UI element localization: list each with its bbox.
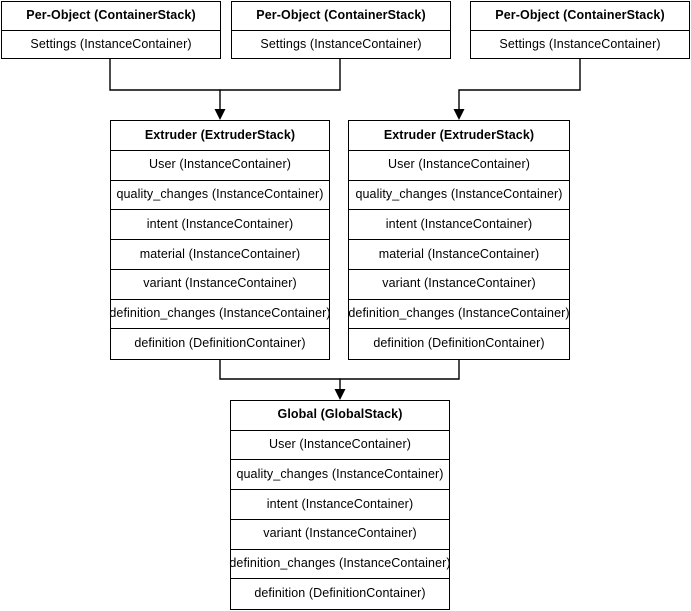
arrowhead-extruder-1 [214,109,226,120]
node-row-variant: variant (InstanceContainer) [349,270,569,300]
node-row-quality-changes: quality_changes (InstanceContainer) [231,460,449,491]
node-header: Per-Object (ContainerStack) [2,2,220,31]
node-row-definition: definition (DefinitionContainer) [254,586,426,601]
node-row-material: material (InstanceContainer) [111,240,329,270]
node-row-definition-changes: definition_changes (InstanceContainer) [348,300,570,330]
node-header: Global (GlobalStack) [231,401,449,431]
node-row-quality-changes: quality_changes (InstanceContainer) [111,181,329,211]
node-per-object-3[interactable]: Per-Object (ContainerStack) Settings (In… [470,1,690,59]
node-row-user: User (InstanceContainer) [349,151,569,181]
node-global-stack[interactable]: Global (GlobalStack) User (InstanceConta… [229,400,451,610]
arrowhead-extruder-2 [453,109,465,120]
node-header: Per-Object (ContainerStack) [471,2,689,31]
node-row-quality-changes: quality_changes (InstanceContainer) [349,181,569,211]
arrowhead-global [334,389,346,400]
node-per-object-1[interactable]: Per-Object (ContainerStack) Settings (In… [1,1,221,59]
node-extruder-1[interactable]: Extruder (ExtruderStack) User (InstanceC… [109,120,331,360]
node-row-settings: Settings (InstanceContainer) [30,36,192,51]
node-header: Extruder (ExtruderStack) [349,121,569,151]
node-row-settings: Settings (InstanceContainer) [260,36,422,51]
node-row-user: User (InstanceContainer) [111,151,329,181]
node-per-object-2[interactable]: Per-Object (ContainerStack) Settings (In… [231,1,451,59]
edge-extruder-2-to-global [340,359,460,380]
node-row-definition-changes: definition_changes (InstanceContainer) [229,550,451,580]
node-row-variant: variant (InstanceContainer) [231,520,449,550]
node-header: Extruder (ExtruderStack) [111,121,329,151]
edge-per-object-2-to-extruder-1 [220,59,341,91]
node-row-settings: Settings (InstanceContainer) [499,36,661,51]
node-row-definition: definition (DefinitionContainer) [134,336,306,351]
node-extruder-2[interactable]: Extruder (ExtruderStack) User (InstanceC… [348,120,570,360]
node-row-intent: intent (InstanceContainer) [111,210,329,240]
edge-per-object-3-to-extruder-2 [458,59,581,112]
node-row-definition: definition (DefinitionContainer) [373,336,545,351]
node-header: Per-Object (ContainerStack) [232,2,450,31]
node-row-intent: intent (InstanceContainer) [231,490,449,520]
node-row-variant: variant (InstanceContainer) [111,270,329,300]
node-row-user: User (InstanceContainer) [231,431,449,461]
node-row-material: material (InstanceContainer) [349,240,569,270]
edge-per-object-1-to-extruder-1 [109,59,221,112]
node-row-intent: intent (InstanceContainer) [349,210,569,240]
node-row-definition-changes: definition_changes (InstanceContainer) [109,300,331,330]
edge-extruder-1-to-global [219,359,341,392]
